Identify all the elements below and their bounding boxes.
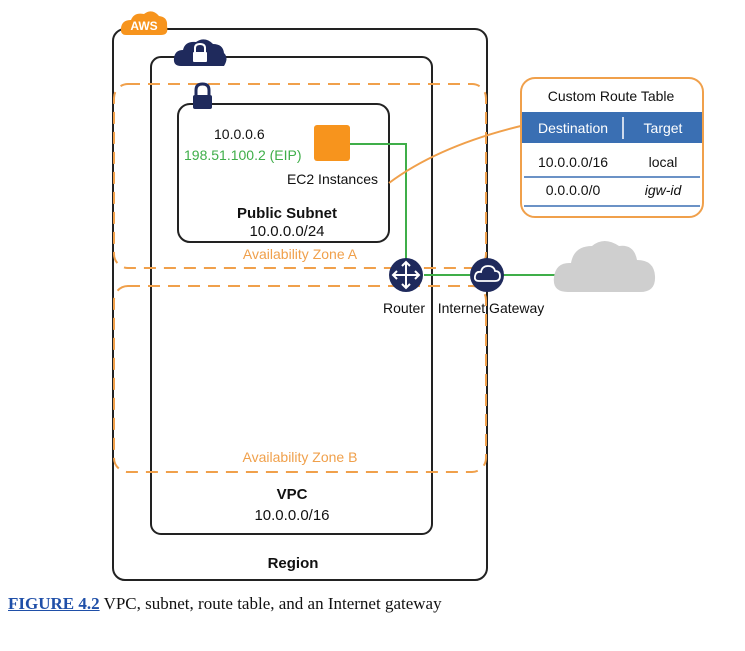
internet-gateway-icon (470, 258, 504, 292)
figure-caption-text: VPC, subnet, route table, and an Interne… (103, 594, 442, 613)
vpc-cidr: 10.0.0.0/16 (254, 507, 329, 524)
vpc-cloud-lock-icon (173, 39, 227, 66)
aws-logo: AWS (120, 11, 168, 35)
availability-zone-b-label: Availability Zone B (243, 449, 358, 465)
availability-zone-b-box (113, 285, 487, 473)
router-icon (389, 258, 423, 292)
route-table-row-1-target: local (649, 154, 678, 170)
aws-badge-text: AWS (130, 19, 157, 33)
public-subnet-label: Public Subnet (237, 205, 337, 222)
route-table-title: Custom Route Table (548, 88, 675, 104)
route-table-header-target: Target (644, 120, 683, 136)
route-table-header (522, 112, 702, 143)
availability-zone-a-box (113, 83, 487, 269)
route-table-row-1-destination: 10.0.0.0/16 (538, 154, 608, 170)
region-label: Region (268, 555, 319, 572)
subnet-lock-icon (193, 82, 212, 109)
availability-zone-a-label: Availability Zone A (243, 246, 358, 262)
ec2-instances-label: EC2 Instances (287, 171, 378, 187)
vpc-label: VPC (277, 486, 308, 503)
public-subnet-cidr: 10.0.0.0/24 (249, 223, 324, 240)
instance-elastic-ip: 198.51.100.2 (EIP) (184, 147, 302, 163)
instance-to-router-link (350, 143, 407, 259)
route-table-row-2-target: igw-id (645, 182, 683, 198)
internet-cloud-icon (553, 241, 656, 292)
vpc-box (150, 56, 433, 535)
figure-caption: FIGURE 4.2 VPC, subnet, route table, and… (8, 594, 728, 614)
route-table-association-line (388, 124, 526, 184)
router-label: Router (383, 300, 425, 316)
route-table: Custom Route Table Destination Target 10… (520, 77, 704, 218)
public-subnet-box (177, 103, 390, 243)
figure-number-link[interactable]: FIGURE 4.2 (8, 594, 100, 613)
ec2-instance-icon (314, 125, 350, 161)
internet-gateway-label: Internet Gateway (438, 300, 545, 316)
route-table-row-2-destination: 0.0.0.0/0 (546, 182, 601, 198)
route-table-header-destination: Destination (538, 120, 608, 136)
instance-private-ip: 10.0.0.6 (214, 126, 265, 142)
